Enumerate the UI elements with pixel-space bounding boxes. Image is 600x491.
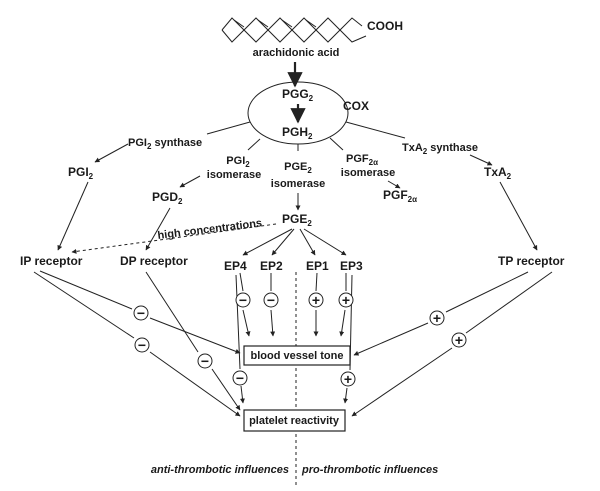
pgi2-label: PGI2 <box>68 165 94 181</box>
ep4-tone-minus-sign: − <box>235 292 251 308</box>
ep4-arrow-tone <box>242 309 251 337</box>
arrow-pgd2-to-dp <box>145 207 171 251</box>
pge2-isomerase-line2: isomerase <box>271 178 325 190</box>
svg-text:−: − <box>239 292 247 308</box>
ep1-line <box>315 272 318 292</box>
ep4-arrow-platelet <box>239 385 245 404</box>
arrow-to-txa2 <box>469 154 493 166</box>
ip-line-to-tone <box>39 270 133 310</box>
ep3-line-to-platelet <box>349 274 353 371</box>
arrow-pge-to-ep1 <box>299 228 316 256</box>
pgi2-isomerase-line2: isomerase <box>207 169 261 181</box>
svg-text:+: + <box>342 292 350 308</box>
ip-platelet-minus-sign: − <box>134 337 150 353</box>
svg-text:−: − <box>138 337 146 353</box>
ep2-label: EP2 <box>260 259 283 273</box>
ep3-label: EP3 <box>340 259 363 273</box>
tp-arrow-to-platelet <box>351 347 453 417</box>
tp-platelet-plus-sign: + <box>451 332 467 348</box>
dp-arrow-to-platelet <box>211 368 241 411</box>
cox-label: COX <box>343 99 369 113</box>
ip-arrow-to-tone <box>149 317 241 354</box>
ip-line-to-platelet <box>33 271 135 339</box>
dp-platelet-minus-sign: − <box>197 353 213 369</box>
pgf2a-isomerase-label: PGF2α <box>346 153 378 167</box>
svg-text:+: + <box>312 292 320 308</box>
ep4-platelet-minus-sign: − <box>232 370 248 386</box>
pgi2-isomerase-label: PGI2 <box>226 155 250 169</box>
ip-arrow-to-platelet <box>149 351 241 417</box>
txa2-label: TxA2 <box>484 165 512 181</box>
arachidonic-acid-structure <box>221 17 367 43</box>
ep2-tone-minus-sign: − <box>263 292 279 308</box>
cooh-label: COOH <box>367 19 403 33</box>
svg-text:+: + <box>433 310 441 326</box>
branch-pgi-isomerase <box>247 138 261 151</box>
pgg2-label: PGG2 <box>282 87 314 103</box>
pro-thrombotic-label: pro-thrombotic influences <box>301 464 438 476</box>
tp-line-to-tone <box>445 271 529 313</box>
tp-tone-plus-sign: + <box>429 310 445 326</box>
branch-txa-synthase <box>345 121 406 139</box>
ep1-tone-plus-sign: + <box>308 292 324 308</box>
dp-line-to-platelet <box>145 271 199 353</box>
arrow-pge-to-ep3 <box>303 228 347 256</box>
high-concentrations-label: high concentrations <box>157 217 263 242</box>
svg-text:−: − <box>236 370 244 386</box>
svg-text:+: + <box>455 332 463 348</box>
ep1-label: EP1 <box>306 259 329 273</box>
pgf2a-label: PGF2α <box>383 188 417 204</box>
pge2-label: PGE2 <box>282 212 312 228</box>
tp-line-to-platelet <box>465 271 553 334</box>
ep3-arrow-tone <box>339 309 346 337</box>
ep2-arrow-tone <box>270 309 276 337</box>
svg-text:+: + <box>344 371 352 387</box>
arrow-to-pgi2 <box>94 143 129 163</box>
pgf2a-isomerase-line2: isomerase <box>341 167 395 179</box>
ep3-tone-plus-sign: + <box>338 292 354 308</box>
pge2-isomerase-label: PGE2 <box>284 161 312 175</box>
ep3-platelet-plus-sign: + <box>340 371 356 387</box>
arrow-to-pgd2 <box>179 175 201 188</box>
arrow-pge-to-ep2 <box>271 228 295 256</box>
ep4-line <box>239 272 244 292</box>
arrow-pge-to-ep4 <box>242 228 293 256</box>
tp-receptor-label: TP receptor <box>498 254 565 268</box>
svg-text:−: − <box>267 292 275 308</box>
txa2-synthase-label: TxA2 synthase <box>402 142 478 156</box>
pgd2-label: PGD2 <box>152 190 183 206</box>
arrow-txa2-to-tp <box>499 181 538 251</box>
arrow-to-pgf2a <box>387 180 401 189</box>
svg-text:−: − <box>137 305 145 321</box>
anti-thrombotic-label: anti-thrombotic influences <box>151 464 289 476</box>
pgh2-label: PGH2 <box>282 125 313 141</box>
arrow-pgi2-to-ip <box>57 181 89 251</box>
tp-arrow-to-tone <box>353 322 429 356</box>
blood-vessel-tone-label: blood vessel tone <box>251 350 344 362</box>
ep4-label: EP4 <box>224 259 247 273</box>
svg-text:−: − <box>201 353 209 369</box>
arachidonic-acid-label: arachidonic acid <box>253 47 340 59</box>
ep3-arrow-platelet <box>343 387 349 404</box>
branch-pgf-isomerase <box>329 137 344 151</box>
ip-receptor-label: IP receptor <box>20 254 83 268</box>
high-concentrations-arrow <box>71 223 277 254</box>
dp-receptor-label: DP receptor <box>120 254 188 268</box>
ep4-line-to-platelet <box>235 274 241 370</box>
pgi2-synthase-label: PGI2 synthase <box>128 137 202 151</box>
branch-pgi-synthase <box>206 121 251 135</box>
platelet-reactivity-label: platelet reactivity <box>249 415 340 427</box>
ip-tone-minus-sign: − <box>133 305 149 321</box>
platelet-reactivity-box <box>243 409 346 432</box>
